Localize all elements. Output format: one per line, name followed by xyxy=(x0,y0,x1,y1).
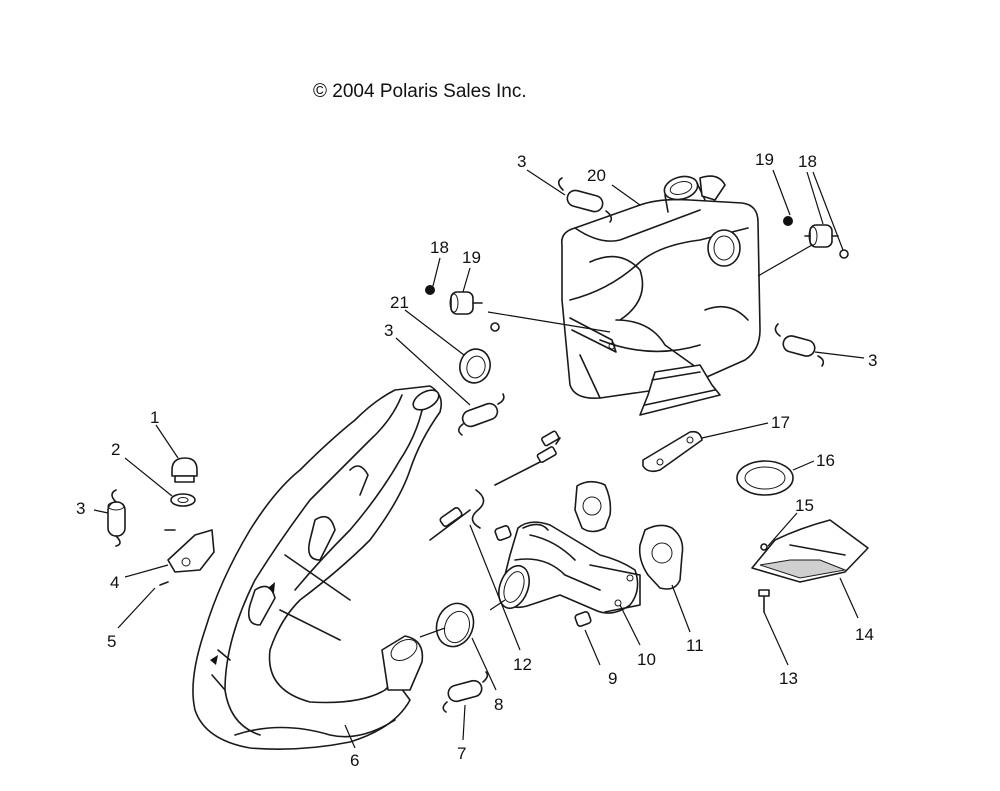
callout-9: 9 xyxy=(608,669,617,688)
washer xyxy=(170,493,196,507)
pipe-gasket xyxy=(574,480,612,533)
callout-21: 21 xyxy=(390,293,409,312)
callout-18-right: 18 xyxy=(798,152,817,171)
callout-7: 7 xyxy=(457,744,466,763)
callout-17: 17 xyxy=(771,413,790,432)
spring-left xyxy=(107,489,126,547)
callout-6: 6 xyxy=(350,751,359,770)
callout-12: 12 xyxy=(513,655,532,674)
nut-18-right xyxy=(783,216,793,226)
temperature-sensor xyxy=(429,430,561,541)
seal-ring-21 xyxy=(459,348,491,384)
pin-13 xyxy=(758,589,770,613)
callout-2: 2 xyxy=(111,440,120,459)
nut-small xyxy=(490,322,500,332)
manifold-gasket xyxy=(638,524,684,590)
callout-5: 5 xyxy=(107,632,116,651)
callout-15: 15 xyxy=(795,496,814,515)
spring-top xyxy=(557,177,613,223)
callout-3-left: 3 xyxy=(76,499,85,518)
callout-16: 16 xyxy=(816,451,835,470)
mount-bracket xyxy=(159,529,215,586)
callout-8: 8 xyxy=(494,695,503,714)
exhaust-manifold xyxy=(498,521,641,614)
leader-lines xyxy=(93,169,865,749)
nut-18-left xyxy=(425,285,435,295)
spring-right xyxy=(774,323,825,367)
mounting-plate xyxy=(642,430,703,473)
callout-19-left: 19 xyxy=(462,248,481,267)
callout-13: 13 xyxy=(779,669,798,688)
callout-4: 4 xyxy=(110,573,119,592)
bolt-9 xyxy=(494,525,592,627)
callout-18-left: 18 xyxy=(430,238,449,257)
callout-10: 10 xyxy=(637,650,656,669)
callout-3-middle: 3 xyxy=(384,321,393,340)
callout-1: 1 xyxy=(150,408,159,427)
grommet-right xyxy=(804,224,839,248)
clip-15 xyxy=(760,543,768,551)
callout-3-top: 3 xyxy=(517,152,526,171)
grommet-left xyxy=(449,291,483,315)
spring-7 xyxy=(442,671,489,713)
heat-shield xyxy=(751,519,869,583)
callout-20: 20 xyxy=(587,166,606,185)
callout-11: 11 xyxy=(686,636,704,655)
copyright-notice: © 2004 Polaris Sales Inc. xyxy=(313,81,527,102)
callout-labels: 1 2 3 4 5 6 7 8 9 10 11 12 13 14 15 16 1… xyxy=(76,150,877,770)
callout-3-right: 3 xyxy=(868,351,877,370)
seal-ring-16 xyxy=(736,460,794,496)
seal-ring-8 xyxy=(435,602,475,648)
cap xyxy=(171,457,198,483)
callout-19-right: 19 xyxy=(755,150,774,169)
spring-middle xyxy=(457,393,505,436)
nut-small-right xyxy=(839,249,849,259)
muffler-canister xyxy=(560,175,761,416)
callout-14: 14 xyxy=(855,625,874,644)
exhaust-pipe xyxy=(192,385,443,750)
